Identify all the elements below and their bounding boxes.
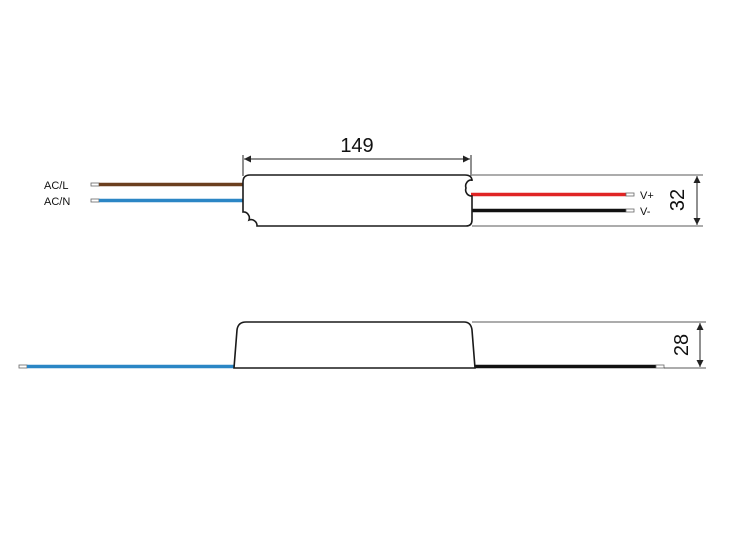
dim-28-label: 28 (671, 334, 693, 356)
driver-body-top (242, 174, 473, 227)
wire-v-plus-tip (625, 192, 635, 197)
label-v-plus: V+ (640, 190, 654, 202)
wire-side-blue-tip (18, 364, 28, 369)
label-ac-n: AC/N (44, 196, 70, 208)
label-v-minus: V- (640, 206, 651, 218)
wire-v-minus-tip (625, 208, 635, 213)
dim-149-label: 149 (340, 135, 373, 157)
dim-32-label: 32 (667, 189, 689, 211)
top-view: AC/L AC/N V+ V- 149 32 (44, 135, 703, 227)
driver-body-side (233, 321, 476, 369)
wire-ac-l-tip (90, 182, 100, 187)
label-ac-l: AC/L (44, 180, 68, 192)
side-view: 28 (18, 321, 706, 369)
wire-side-black-tip (655, 364, 665, 369)
wire-ac-n-tip (90, 198, 100, 203)
